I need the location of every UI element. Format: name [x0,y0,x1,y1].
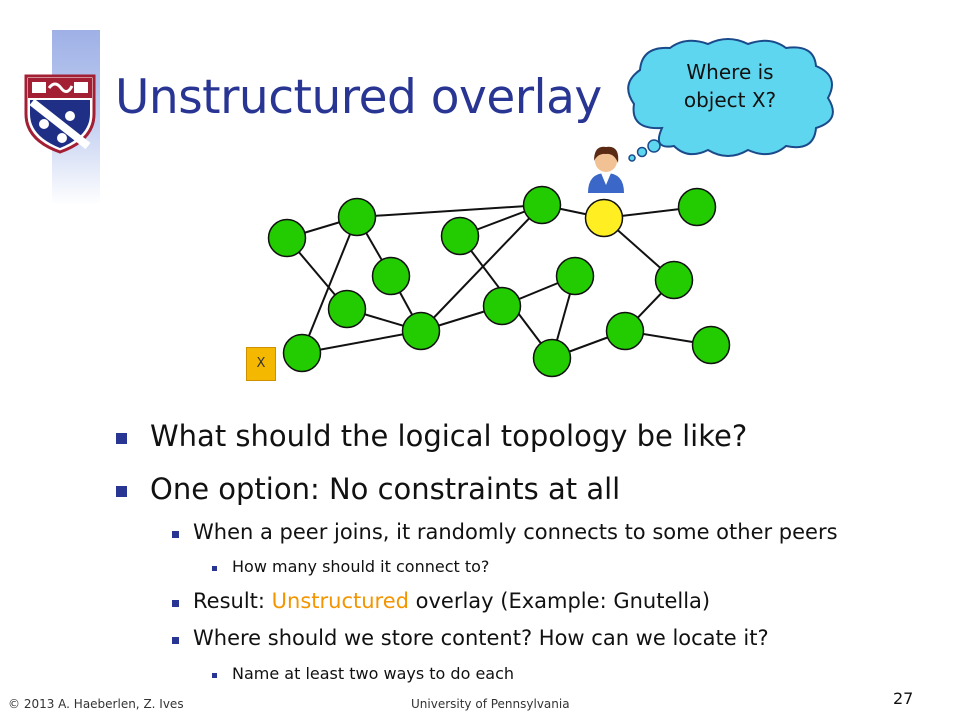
peer-node [327,289,367,329]
peer-node [337,197,377,237]
bullet-no-constraints: One option: No constraints at all [150,472,621,506]
bullet-marker [212,566,217,571]
bullet-marker [172,531,179,538]
object-x-box: X [246,347,276,381]
university-shield-logo [24,74,96,154]
peer-node [522,185,562,225]
peer-node [677,187,717,227]
result-prefix: Result: [193,589,272,613]
bullet-peer-joins: When a peer joins, it randomly connects … [193,520,838,544]
peer-node [282,333,322,373]
thought-bubble [627,38,834,162]
bullet-store-content: Where should we store content? How can w… [193,626,769,650]
footer-university: University of Pennsylvania [411,697,570,711]
result-highlight: Unstructured [271,589,409,613]
bullet-marker [116,486,127,497]
thought-bubble-text: Where is object X? [660,58,800,114]
peer-node [482,286,522,326]
peer-node [401,311,441,351]
bubble-line-1: Where is [686,60,774,84]
bullet-result: Result: Unstructured overlay (Example: G… [193,589,710,613]
footer-copyright: © 2013 A. Haeberlen, Z. Ives [8,697,184,711]
peer-node [532,338,572,378]
querying-peer-node [584,198,624,238]
bullet-how-many: How many should it connect to? [232,557,490,576]
bullet-name-two-ways: Name at least two ways to do each [232,664,515,683]
bullet-marker [212,673,217,678]
bubble-line-2: object X? [683,88,777,112]
result-suffix: overlay (Example: Gnutella) [408,589,711,613]
peer-node [440,216,480,256]
peer-node [605,311,645,351]
peer-node [654,260,694,300]
bullet-marker [172,600,179,607]
bullet-marker [172,637,179,644]
peer-node [267,218,307,258]
peer-node [555,256,595,296]
slide-title: Unstructured overlay [115,70,602,125]
user-icon [588,146,624,193]
peer-node [691,325,731,365]
bullet-topology-question: What should the logical topology be like… [150,419,748,453]
bullet-marker [116,433,127,444]
page-number: 27 [893,689,914,708]
peer-node [371,256,411,296]
